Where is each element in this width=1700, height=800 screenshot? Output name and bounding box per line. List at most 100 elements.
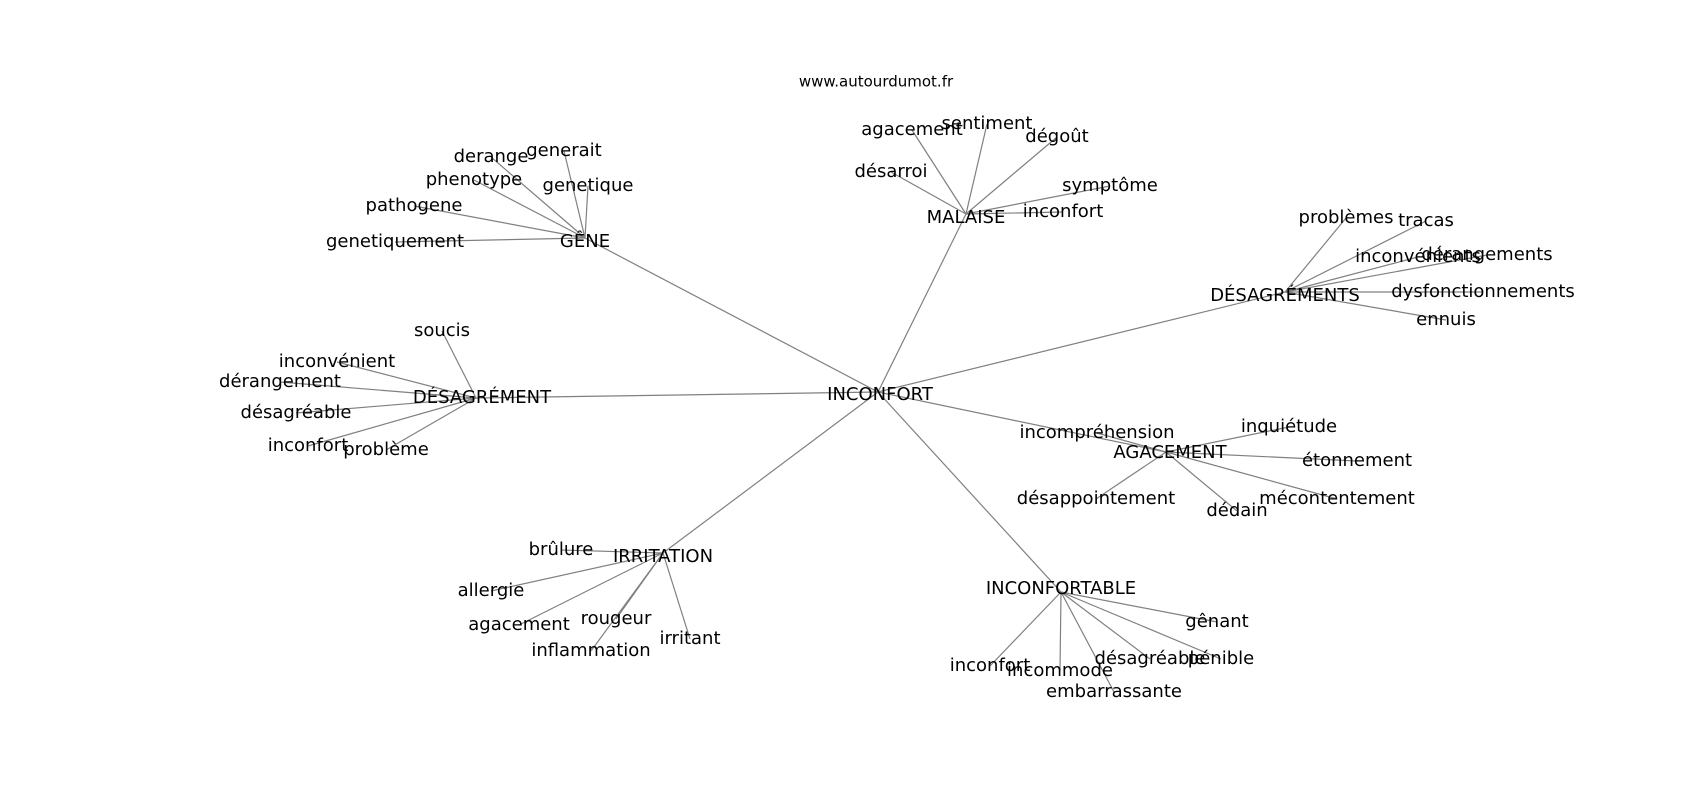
- node-leaf-gene-phenotype: phenotype: [426, 169, 523, 190]
- node-leaf-gene-genetiquement: genetiquement: [326, 231, 464, 252]
- node-leaf-desagrement-inconvenient: inconvénient: [279, 351, 395, 372]
- node-leaf-desagrement-probleme: problème: [343, 439, 429, 460]
- edge-desagrements-inconvenients: [1284, 256, 1419, 293]
- edge-center-gene: [584, 237, 879, 393]
- node-leaf-irritation-agacement: agacement: [468, 614, 570, 635]
- node-leaf-inconfortable-genant: gênant: [1185, 611, 1248, 632]
- edge-desagrement-derangement: [279, 381, 477, 399]
- edge-desagrement-inconvenient: [336, 361, 477, 399]
- edge-malaise-inconfort: [965, 211, 1064, 215]
- edge-malaise-degout: [965, 136, 1058, 215]
- edge-agacement-dedain: [1165, 451, 1238, 512]
- edge-gene-pathogene: [413, 205, 586, 239]
- node-leaf-malaise-degout: dégoût: [1025, 126, 1088, 147]
- node-leaf-inconfortable-inconfort: inconfort: [950, 655, 1031, 676]
- edge-inconfortable-incommode: [1059, 591, 1062, 672]
- edge-desagrements-problemes: [1284, 217, 1347, 293]
- edge-center-desagrements: [877, 291, 1286, 393]
- node-leaf-irritation-allergie: allergie: [458, 580, 525, 601]
- node-leaf-malaise-agacement: agacement: [861, 119, 963, 140]
- node-leaf-irritation-inflammation: inflammation: [531, 640, 650, 661]
- edge-irritation-agacement: [518, 552, 664, 626]
- edge-malaise-desarroi: [890, 171, 967, 215]
- node-leaf-desagrements-dysfonctionnements: dysfonctionnements: [1391, 281, 1575, 302]
- node-leaf-agacement-etonnement: étonnement: [1302, 450, 1412, 471]
- edge-gene-generait: [563, 150, 586, 239]
- edge-agacement-desappointement: [1095, 451, 1167, 500]
- node-leaf-desagrements-derangements: dérangements: [1421, 244, 1552, 265]
- node-leaf-desagrements-inconvenients: inconvénients: [1355, 246, 1481, 267]
- node-leaf-inconfortable-incommode: incommode: [1007, 660, 1113, 681]
- edge-gene-derange: [490, 156, 586, 239]
- node-leaf-inconfortable-penible: pénible: [1188, 648, 1254, 669]
- node-leaf-malaise-desarroi: désarroi: [854, 161, 927, 182]
- edge-center-inconfortable: [877, 391, 1062, 593]
- node-hub-gene: GÊNE: [560, 230, 610, 252]
- edge-desagrement-desagreable: [295, 397, 477, 414]
- edge-center-irritation: [662, 391, 879, 554]
- node-leaf-agacement-mecontentement: mécontentement: [1259, 488, 1415, 509]
- node-leaf-agacement-incomprehension: incompréhension: [1019, 422, 1174, 443]
- edge-irritation-brulure: [560, 549, 664, 554]
- edge-irritation-irritant: [662, 552, 691, 640]
- edge-gene-phenotype: [473, 179, 586, 239]
- node-leaf-gene-generait: generait: [526, 140, 601, 161]
- node-leaf-agacement-desappointement: désappointement: [1017, 488, 1175, 509]
- edge-irritation-inflammation: [590, 552, 664, 652]
- graph-edges: [279, 123, 1488, 693]
- node-leaf-desagrements-tracas: tracas: [1398, 210, 1454, 231]
- edge-center-agacement: [877, 391, 1167, 453]
- edge-center-desagrement: [475, 391, 879, 399]
- node-hub-inconfortable: INCONFORTABLE: [986, 578, 1136, 599]
- edge-inconfortable-embarrassante: [1060, 591, 1115, 693]
- edge-agacement-inquietude: [1165, 426, 1290, 453]
- node-leaf-irritation-irritant: irritant: [659, 628, 720, 649]
- edge-irritation-allergie: [490, 552, 664, 592]
- edge-malaise-sentiment: [965, 123, 988, 215]
- edge-inconfortable-genant: [1060, 591, 1218, 623]
- edge-agacement-incomprehension: [1096, 432, 1167, 453]
- node-leaf-desagrement-derangement: dérangement: [219, 371, 341, 392]
- node-leaf-irritation-brulure: brûlure: [529, 539, 594, 560]
- node-hub-desagrements: DÉSAGRÉMENTS: [1210, 284, 1360, 306]
- node-hub-irritation: IRRITATION: [613, 546, 713, 567]
- edge-gene-genetiquement: [394, 237, 586, 243]
- node-leaf-gene-genetique: genetique: [543, 175, 634, 196]
- node-leaf-irritation-rougeur: rougeur: [581, 608, 652, 629]
- node-leaf-malaise-inconfort: inconfort: [1023, 201, 1104, 222]
- node-hub-malaise: MALAISE: [927, 207, 1006, 228]
- node-center-inconfort: INCONFORT: [827, 384, 934, 405]
- edge-inconfortable-desagreable: [1060, 591, 1151, 660]
- edge-agacement-mecontentement: [1165, 451, 1338, 500]
- node-leaf-inconfortable-embarrassante: embarrassante: [1046, 681, 1182, 702]
- node-leaf-gene-pathogene: pathogene: [366, 195, 463, 216]
- node-leaf-gene-derange: derange: [454, 146, 529, 167]
- edge-malaise-symptome: [965, 185, 1111, 215]
- edge-desagrements-derangements: [1284, 254, 1488, 293]
- edge-malaise-agacement: [911, 129, 967, 215]
- node-leaf-inconfortable-desagreable: désagréable: [1095, 648, 1206, 669]
- node-hub-desagrement: DÉSAGRÉMENT: [413, 386, 552, 408]
- node-leaf-malaise-symptome: symptôme: [1062, 175, 1158, 196]
- node-leaf-desagrements-problemes: problèmes: [1299, 207, 1394, 228]
- edge-desagrements-tracas: [1284, 220, 1427, 293]
- edge-agacement-etonnement: [1165, 451, 1358, 462]
- node-leaf-desagrement-desagreable: désagréable: [241, 402, 352, 423]
- source-label: www.autourdumot.fr: [799, 73, 954, 91]
- edge-desagrements-ennuis: [1284, 291, 1447, 321]
- edge-inconfortable-penible: [1060, 591, 1222, 660]
- node-leaf-agacement-inquietude: inquiétude: [1241, 416, 1337, 437]
- node-hub-agacement: AGACEMENT: [1113, 442, 1227, 463]
- node-leaf-desagrement-inconfort: inconfort: [268, 435, 349, 456]
- edge-inconfortable-inconfort: [989, 591, 1062, 667]
- node-leaf-desagrements-ennuis: ennuis: [1416, 309, 1476, 330]
- edge-desagrement-inconfort: [307, 397, 477, 447]
- node-leaf-malaise-sentiment: sentiment: [942, 113, 1033, 134]
- edge-center-malaise: [877, 213, 967, 393]
- edge-gene-genetique: [584, 185, 589, 239]
- edge-desagrement-soucis: [441, 330, 477, 399]
- node-leaf-desagrement-soucis: soucis: [414, 320, 470, 341]
- edge-desagrement-probleme: [385, 397, 477, 451]
